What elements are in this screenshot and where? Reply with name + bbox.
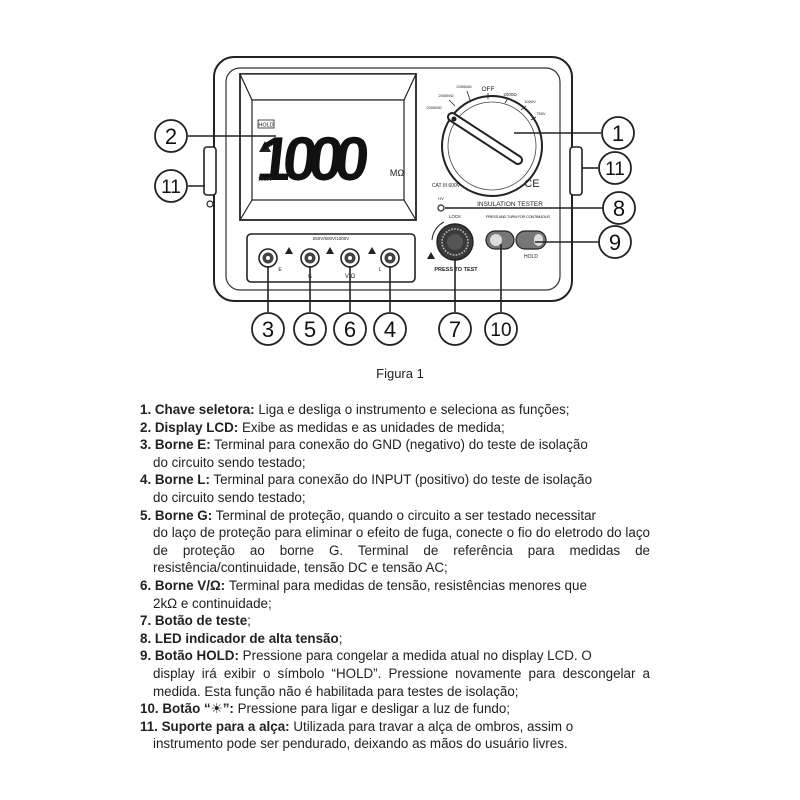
callout-7: 7	[438, 312, 472, 346]
list-item: 2. Display LCD: Exibe as medidas e as un…	[140, 419, 505, 435]
insulation-tester-label: INSULATION TESTER	[477, 201, 543, 208]
list-item: 3. Borne E: Terminal para conexão do GND…	[140, 437, 588, 470]
callout-1: 1	[601, 116, 635, 150]
callout-4: 4	[373, 312, 407, 346]
svg-text:6: 6	[344, 317, 356, 342]
rotary-dial-indicator	[451, 116, 457, 122]
lcd-hold-tag: HOLD	[258, 123, 273, 129]
list-item: 5. Borne G: Terminal de proteção, quando…	[140, 507, 650, 576]
list-item: 4. Borne L: Terminal para conexão do INP…	[140, 472, 593, 505]
list-item: 8. LED indicador de alta tensão;	[140, 630, 343, 646]
instrument-diagram: HOLD 1000 MΩ 1000V OFF 2000Ω 2000MΩ 2000…	[154, 56, 636, 346]
rotary-dial-ring	[447, 101, 537, 191]
terminal-e-label: E	[278, 267, 282, 273]
lcd-hold-tag-box	[257, 119, 275, 129]
terminal-l[interactable]	[380, 248, 400, 268]
ce-mark: CE	[524, 178, 539, 190]
terminal-v-ohm[interactable]	[340, 248, 360, 268]
dial-label-2000ohm: 2000Ω	[503, 92, 517, 97]
callout-3: 3	[251, 312, 285, 346]
callout-8: 8	[602, 191, 636, 225]
list-item: 1. Chave seletora: Liga e desliga o inst…	[140, 402, 570, 417]
lock-arrow	[431, 221, 445, 241]
svg-text:10: 10	[490, 320, 511, 341]
callout-11-right: 11	[598, 151, 632, 185]
lock-label: LOCK	[449, 214, 461, 219]
lcd-bezel-top	[239, 73, 417, 101]
svg-text:11: 11	[161, 177, 181, 198]
hv-label: HV	[438, 196, 444, 201]
callout-6: 6	[333, 312, 367, 346]
list-item: 9. Botão HOLD: Pressione para congelar a…	[140, 648, 650, 699]
svg-text:1: 1	[612, 121, 624, 146]
callout-5: 5	[293, 312, 327, 346]
cat-rating: CAT III 600V	[432, 183, 461, 189]
svg-text:2: 2	[165, 124, 177, 149]
callout-2: 2	[154, 119, 188, 153]
dial-label-2000mohm-c: 2000MΩ	[426, 105, 441, 110]
dial-label-off: OFF	[482, 86, 495, 93]
svg-text:8: 8	[613, 196, 625, 221]
terminal-strip	[246, 233, 416, 283]
terminal-strip-label: 250V/500V/1000V	[313, 236, 350, 241]
list-item: 6. Borne V/Ω: Terminal para medidas de t…	[140, 577, 587, 611]
press-turn-label: PRESS AND TURN FOR CONTINUOUS	[486, 214, 550, 219]
svg-text:11: 11	[605, 159, 625, 180]
dial-label-1000v: 1000V	[524, 99, 536, 104]
dial-label-2000mohm-b: 2000MΩ	[438, 93, 453, 98]
strap-holder-right	[569, 146, 583, 196]
list-item: 10. Botão “☀”: Pressione para ligar e de…	[140, 701, 511, 717]
hold-button-label: HOLD	[524, 254, 538, 260]
callout-10: 10	[484, 312, 518, 346]
lcd-unit: MΩ	[390, 168, 404, 178]
callout-9: 9	[598, 225, 632, 259]
lcd-voltage: 1000V	[258, 177, 273, 183]
strap-holder-left-screw	[206, 200, 214, 208]
test-warning-icon	[427, 252, 435, 259]
svg-text:3: 3	[262, 317, 274, 342]
svg-text:7: 7	[449, 317, 461, 342]
dial-label-750v: 750V	[536, 111, 546, 116]
component-list: 1. Chave seletora: Liga e desliga o inst…	[140, 401, 650, 753]
terminal-g[interactable]	[300, 248, 320, 268]
dial-label-2000mohm-a: 2000MΩ	[456, 84, 471, 89]
lcd-screen	[251, 99, 405, 201]
svg-text:9: 9	[609, 230, 621, 255]
list-item: 11. Suporte para a alça: Utilizada para …	[140, 718, 574, 752]
figure-caption: Figura 1	[376, 366, 424, 381]
terminal-e[interactable]	[258, 248, 278, 268]
instrument-inner-frame	[225, 67, 561, 291]
svg-text:5: 5	[304, 317, 316, 342]
lcd-warning-icon	[259, 141, 271, 152]
strap-holder-left	[203, 146, 217, 196]
callout-11-left: 11	[154, 169, 188, 203]
list-item: 7. Botão de teste;	[140, 613, 251, 629]
hv-led	[437, 204, 445, 212]
svg-text:4: 4	[384, 317, 396, 342]
terminal-l-label: L	[379, 267, 382, 273]
press-to-test-label: PRESS TO TEST	[434, 267, 478, 273]
